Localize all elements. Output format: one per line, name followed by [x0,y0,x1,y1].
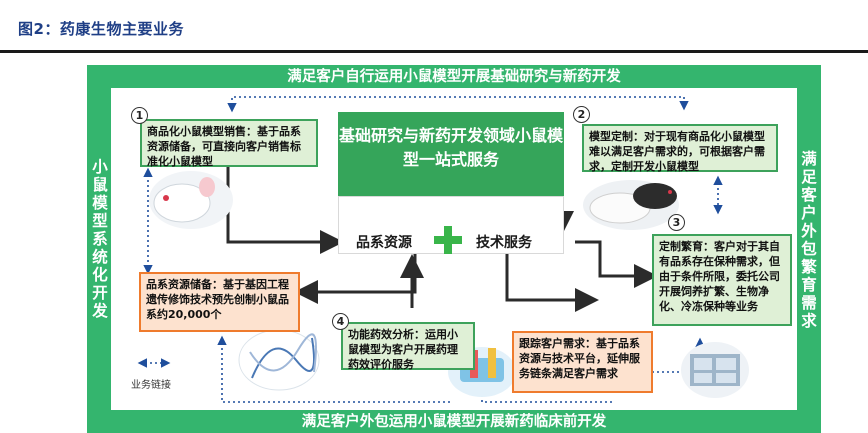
title-rule [0,50,868,53]
right-band-label: 满足客户外包繁育需求 [801,150,817,330]
business-link-bottom-mid [481,380,612,403]
top-band-label: 满足客户自行运用小鼠模型开展基础研究与新药开发 [287,69,621,85]
box-strain-reserve: 品系资源储备：基于基因工程遗传修饰技术预先创制小鼠品系约20,000个 [139,272,300,332]
box-model-custom: 模型定制：对于现有商品化小鼠模型难以满足客户需求的，可根据客户需求，定制开发小鼠… [582,124,778,173]
center-term-services: 技术服务 [476,235,532,251]
cages-illustration [681,342,749,398]
center-heading: 基础研究与新药开发领域小鼠模型一站式服务 [338,112,564,196]
box-track-demand: 跟踪客户需求：基于品系资源与技术平台，延伸服务链条满足客户需求 [512,331,653,393]
business-link-bottom-left [217,335,451,403]
legend-label: 业务链接 [131,380,171,391]
badge-3: 3 [668,214,685,231]
badge-4: 4 [332,313,349,330]
box-efficacy-analysis: 功能药效分析：运用小鼠模型为客户开展药理药效评价服务 [341,322,475,371]
badge-2: 2 [573,106,590,123]
center-term-resources: 品系资源 [356,235,412,251]
left-band-label: 小鼠模型系统化开发 [92,158,108,320]
box-model-sales: 商品化小鼠模型销售：基于品系资源储备，可直接向客户销售标准化小鼠模型 [140,119,318,168]
badge-1: 1 [131,107,148,124]
box-custom-breeding: 定制繁育：客户对于其自有品系存在保种需求，但由于条件所限，委托公司开展饲养扩繁、… [652,234,792,326]
white-mouse-illustration [149,171,233,229]
mice-illustration [583,180,679,230]
dna-illustration [238,329,320,391]
bottom-band-label: 满足客户外包运用小鼠模型开展新药临床前开发 [301,414,607,430]
plus-icon [434,226,462,254]
figure-title: 图2：药康生物主要业务 [18,20,184,38]
business-link-bottom-right [652,337,705,373]
business-link-top [227,96,689,113]
